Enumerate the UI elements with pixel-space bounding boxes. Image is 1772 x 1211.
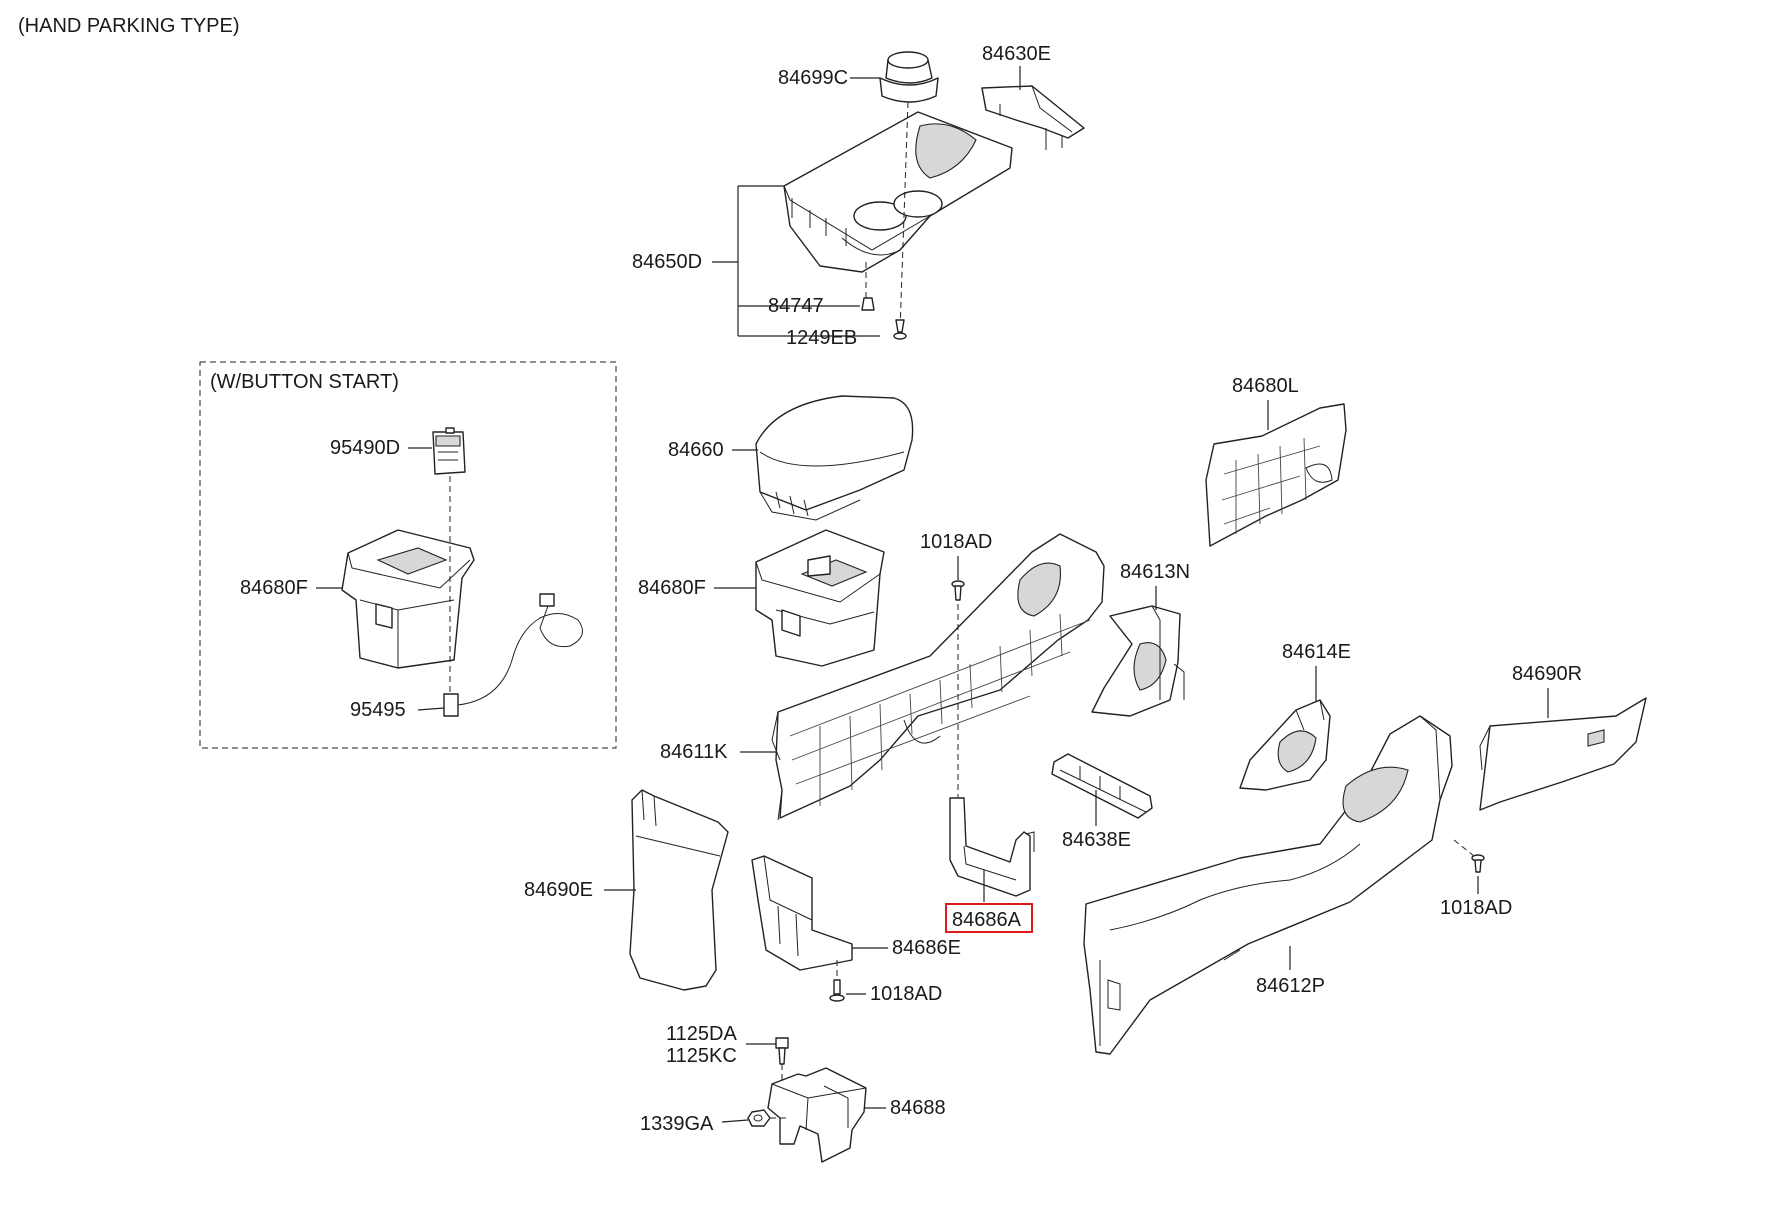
label-84613N[interactable]: 84613N bbox=[1120, 561, 1190, 583]
label-95495[interactable]: 95495 bbox=[350, 699, 406, 721]
part-1249EB-drawing bbox=[893, 319, 907, 340]
label-84747[interactable]: 84747 bbox=[768, 295, 824, 317]
part-84630E-drawing bbox=[981, 85, 1085, 150]
button-start-inset: (W/BUTTON START) 95490D 84680F 954 bbox=[199, 361, 617, 749]
label-84614E[interactable]: 84614E bbox=[1282, 641, 1351, 663]
part-84680F-inset-drawing bbox=[341, 529, 475, 669]
part-84680L-drawing bbox=[1205, 403, 1347, 547]
label-1249EB[interactable]: 1249EB bbox=[786, 327, 857, 349]
label-1125KC[interactable]: 1125KC bbox=[666, 1045, 737, 1067]
part-84686A-drawing bbox=[949, 797, 1035, 897]
label-95490D[interactable]: 95490D bbox=[330, 437, 400, 459]
label-1018AD-top[interactable]: 1018AD bbox=[920, 531, 992, 553]
label-1018AD-right[interactable]: 1018AD bbox=[1440, 897, 1512, 919]
part-84680F-drawing bbox=[755, 529, 885, 667]
part-95495-drawing bbox=[443, 593, 583, 717]
label-84660[interactable]: 84660 bbox=[668, 439, 724, 461]
part-84686E-drawing bbox=[751, 855, 853, 971]
part-84699C-drawing bbox=[879, 51, 939, 103]
part-1018AD-right-drawing bbox=[1471, 854, 1485, 873]
label-84638E[interactable]: 84638E bbox=[1062, 829, 1131, 851]
part-1018AD-mid-drawing bbox=[829, 979, 845, 1002]
label-84680F[interactable]: 84680F bbox=[638, 577, 706, 599]
part-1339GA-drawing bbox=[747, 1109, 771, 1127]
part-1125DA-drawing bbox=[775, 1037, 789, 1065]
label-84688[interactable]: 84688 bbox=[890, 1097, 946, 1119]
part-84660-drawing bbox=[755, 395, 914, 521]
label-84690R[interactable]: 84690R bbox=[1512, 663, 1582, 685]
part-84612P-drawing bbox=[1083, 715, 1453, 1055]
part-1018AD-top-drawing bbox=[951, 580, 965, 601]
part-84614E-drawing bbox=[1239, 699, 1331, 791]
label-84699C[interactable]: 84699C bbox=[778, 67, 848, 89]
part-84650D-drawing bbox=[783, 111, 1013, 273]
label-84650D[interactable]: 84650D bbox=[632, 251, 702, 273]
label-84630E[interactable]: 84630E bbox=[982, 43, 1051, 65]
diagram-title: (HAND PARKING TYPE) bbox=[18, 15, 240, 37]
label-1125DA[interactable]: 1125DA bbox=[666, 1023, 737, 1045]
part-84613N-drawing bbox=[1091, 605, 1185, 717]
label-84686A[interactable]: 84686A bbox=[952, 909, 1022, 931]
part-84638E-drawing bbox=[1051, 753, 1153, 819]
part-84611K-drawing bbox=[771, 533, 1105, 821]
label-84611K[interactable]: 84611K bbox=[660, 741, 728, 763]
label-84690E[interactable]: 84690E bbox=[524, 879, 593, 901]
label-84680F-inset[interactable]: 84680F bbox=[240, 577, 308, 599]
part-84690E-drawing bbox=[629, 789, 729, 991]
label-1018AD-mid[interactable]: 1018AD bbox=[870, 983, 942, 1005]
inset-title: (W/BUTTON START) bbox=[210, 371, 399, 393]
label-84686E[interactable]: 84686E bbox=[892, 937, 961, 959]
label-1339GA[interactable]: 1339GA bbox=[640, 1113, 714, 1135]
part-84688-drawing bbox=[767, 1067, 867, 1163]
part-84747-drawing bbox=[861, 297, 875, 311]
inset-frame bbox=[199, 361, 617, 749]
part-95490D-drawing bbox=[432, 427, 466, 475]
label-84680L[interactable]: 84680L bbox=[1232, 375, 1299, 397]
part-84690R-drawing bbox=[1479, 697, 1647, 811]
label-84612P[interactable]: 84612P bbox=[1256, 975, 1325, 997]
highlight-box-84686A bbox=[945, 903, 1033, 933]
